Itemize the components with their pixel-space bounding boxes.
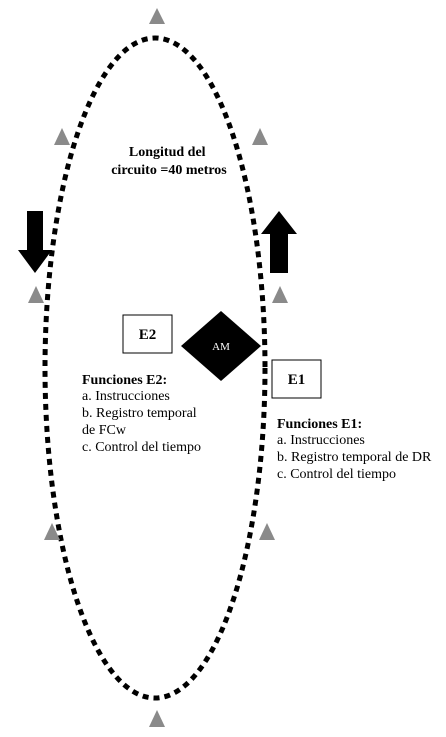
e1-box: [271, 359, 322, 399]
e1-functions-title: Funciones E1:: [277, 417, 362, 432]
cone-upper-left: [54, 128, 70, 145]
list-item: b. Registro temporal de DR: [277, 450, 432, 465]
list-item: de FCw: [82, 423, 127, 438]
list-item: b. Registro temporal: [82, 406, 197, 421]
am-marker-label: AM: [212, 341, 230, 353]
arrow-down-icon: [18, 211, 52, 273]
circuit-label: Longitud del circuito =40 metros: [111, 145, 227, 178]
cones: [28, 8, 288, 727]
list-item: a. Instrucciones: [82, 389, 170, 404]
cone-lower-left: [44, 523, 60, 540]
list-item: c. Control del tiempo: [82, 440, 201, 455]
e1-functions-list: a. Instrucciones b. Registro temporal de…: [277, 433, 435, 482]
e2-box: [122, 314, 173, 354]
cone-upper-right: [252, 128, 268, 145]
circuit-track: [42, 35, 268, 701]
list-item: a. Instrucciones: [277, 433, 365, 448]
cone-mid-left: [28, 286, 44, 303]
cone-top: [149, 8, 165, 24]
e2-functions-title: Funciones E2:: [82, 373, 167, 388]
cone-mid-right: [272, 286, 288, 303]
am-marker: [181, 311, 261, 381]
cone-lower-right: [259, 523, 275, 540]
cone-bottom: [149, 710, 165, 727]
e1-box-label: E1: [288, 372, 306, 388]
arrow-up-icon: [261, 211, 297, 273]
e2-functions-list: a. Instrucciones b. Registro temporal de…: [82, 389, 201, 455]
list-item: c. Control del tiempo: [277, 467, 396, 482]
e2-box-label: E2: [139, 327, 157, 343]
